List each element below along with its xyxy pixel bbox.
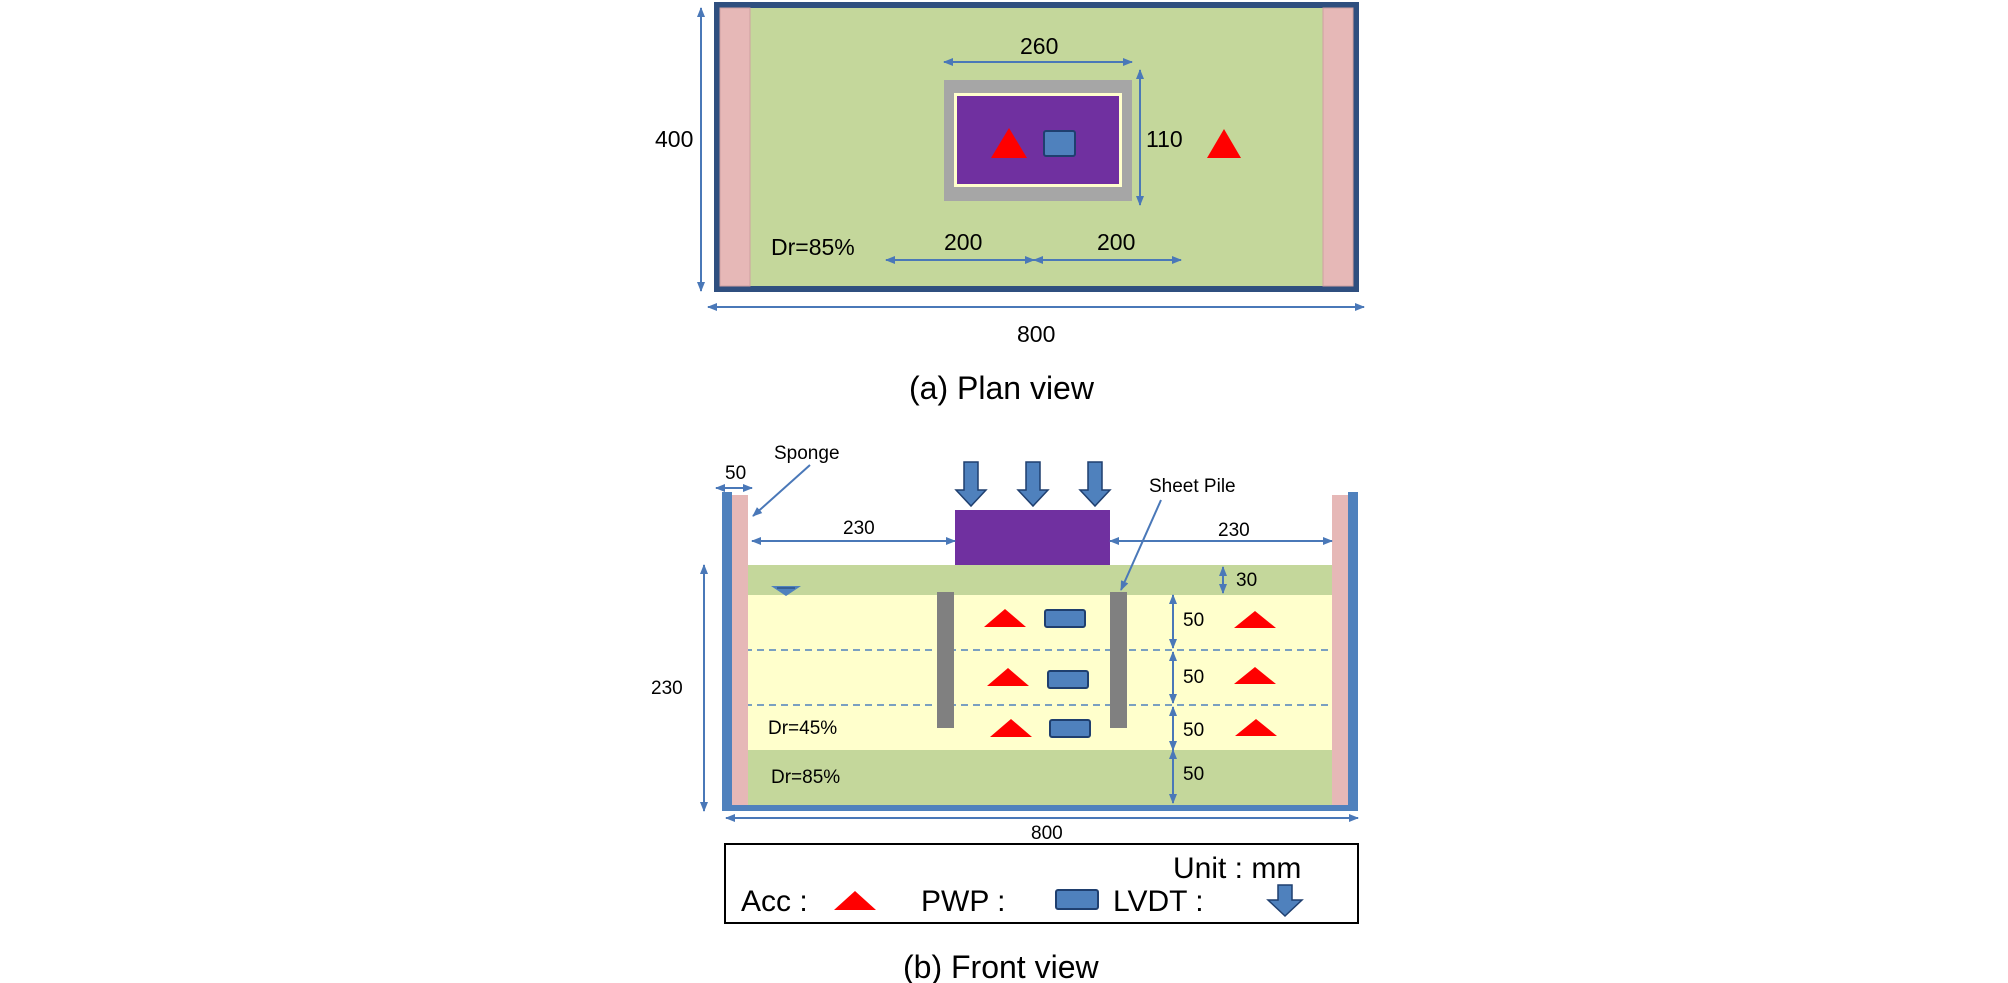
plan-dim-box-height-label: 110 [1146,126,1183,152]
front-sheet-pile-leader [1120,499,1162,591]
front-footing [955,510,1110,565]
front-dim-sponge-label: 50 [725,463,746,484]
front-caption: (b) Front view [903,949,1099,983]
plan-pwp-icon [1043,130,1076,157]
front-dim-layer2-label: 50 [1183,667,1204,688]
front-acc-ff-icon-3 [1235,719,1277,736]
front-wall-right [1348,492,1358,810]
front-sponge-right [1332,495,1348,807]
front-lvdt-icon-3 [1078,461,1112,508]
legend-unit-label: Unit : mm [1173,852,1301,885]
front-acc-ff-icon-2 [1234,667,1276,684]
front-sponge-left [732,495,748,807]
front-view: Sponge Sheet Pile 50 230 230 230 800 30 … [651,443,1359,983]
legend-acc-label: Acc : [741,885,808,918]
front-sheet-pile-left [937,592,954,728]
legend-pwp-icon [1055,889,1099,910]
front-lvdt-icon-2 [1016,461,1050,508]
plan-view: 400 800 260 110 200 200 Dr=85% (a) Plan … [655,2,1365,406]
front-bottom-dense-layer [745,750,1336,807]
front-wall-left [722,492,732,810]
legend-acc-icon [834,891,876,910]
plan-dim-left-label: 200 [944,229,982,255]
plan-sponge-right [1322,7,1354,287]
plan-dim-width-label: 800 [1017,321,1055,347]
plan-sponge-left [719,7,751,287]
front-sheet-pile-label: Sheet Pile [1149,476,1236,497]
front-acc-icon-1 [984,609,1026,627]
front-sheet-pile-right [1110,592,1127,728]
plan-acc-free-field-icon [1207,129,1241,158]
front-sponge-leader [752,464,811,517]
front-dim-height-label: 230 [651,678,683,699]
plan-acc-center-icon [991,128,1027,158]
front-dim-layer3-label: 50 [1183,720,1204,741]
front-dim-width-label: 800 [1031,823,1063,844]
plan-dim-height-label: 400 [655,126,693,152]
front-acc-icon-3 [990,719,1032,737]
front-pwp-icon-1 [1044,609,1086,628]
front-dim-layer1-label: 50 [1183,610,1204,631]
legend-lvdt-label: LVDT : [1113,885,1204,918]
front-sponge-label: Sponge [774,443,840,464]
front-pwp-icon-3 [1049,719,1091,738]
front-acc-icon-2 [987,668,1029,686]
plan-dim-right-label: 200 [1097,229,1135,255]
legend-lvdt-icon [1266,884,1304,918]
legend-box [724,843,1359,924]
front-wall-bottom [722,805,1358,811]
front-lvdt-icon-1 [954,461,988,508]
plan-footing [957,96,1119,184]
plan-caption: (a) Plan view [909,370,1095,406]
front-dim-right-label: 230 [1218,520,1250,541]
plan-dim-box-width-label: 260 [1020,33,1058,59]
plan-soil-label: Dr=85% [771,234,855,260]
front-dim-layer4-label: 50 [1183,764,1204,785]
front-pwp-icon-2 [1047,670,1089,689]
front-top-dense-layer [745,565,1336,595]
front-dim-top-label: 30 [1236,570,1257,591]
front-loose-soil-label: Dr=45% [768,718,837,739]
front-dense-soil-label: Dr=85% [771,767,840,788]
front-dim-left-label: 230 [843,518,875,539]
front-loose-layer [745,595,1336,750]
front-acc-ff-icon-1 [1234,611,1276,628]
legend-pwp-label: PWP : [921,885,1005,918]
